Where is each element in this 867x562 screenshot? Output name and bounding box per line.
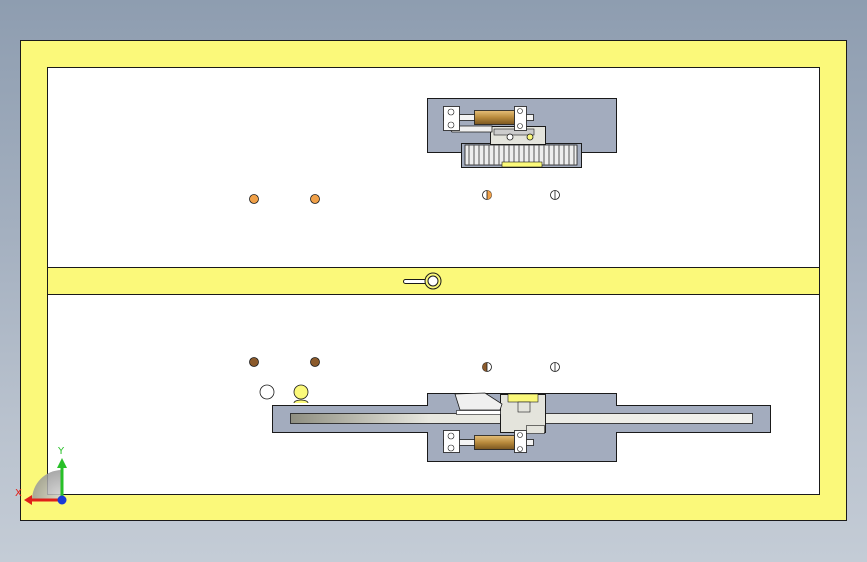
z-axis-dot: [57, 495, 67, 505]
lower-split-pin-2: [550, 362, 560, 372]
upper-slider-pin-right: [526, 133, 534, 141]
upper-mechanism-assembly[interactable]: [427, 98, 617, 168]
y-axis-label: Y: [57, 446, 65, 457]
coordinate-triad: Y X: [15, 446, 67, 505]
lower-pin-brown-1: [249, 357, 259, 367]
upper-end-cap-right: [514, 106, 527, 131]
upper-slider-pin-left: [506, 133, 514, 141]
lower-end-cap-left: [443, 430, 460, 453]
upper-end-cap-left: [443, 106, 460, 131]
upper-cavity-panel[interactable]: [47, 67, 820, 268]
lower-hole-white: [259, 384, 275, 400]
y-axis-arrow: [57, 458, 67, 468]
upper-pin-orange-2: [310, 194, 320, 204]
lower-mechanism-assembly[interactable]: [272, 392, 771, 462]
upper-split-pin-1: [482, 190, 492, 200]
lower-lever-arm: [454, 392, 503, 411]
x-axis-label: X: [15, 488, 22, 499]
x-axis-arrow: [24, 495, 32, 505]
upper-locating-pins[interactable]: [249, 190, 560, 204]
lower-pin-brown-2: [310, 357, 320, 367]
upper-spring: [474, 110, 515, 125]
lower-hole-yellow: [293, 384, 309, 400]
lower-spring: [474, 435, 515, 450]
upper-rack-teeth: [464, 144, 578, 168]
lower-locating-pins[interactable]: [249, 357, 560, 404]
lower-split-pin-1: [482, 362, 492, 372]
latch-pin[interactable]: [403, 272, 442, 290]
upper-split-pin-2: [550, 190, 560, 200]
upper-pin-orange-1: [249, 194, 259, 204]
